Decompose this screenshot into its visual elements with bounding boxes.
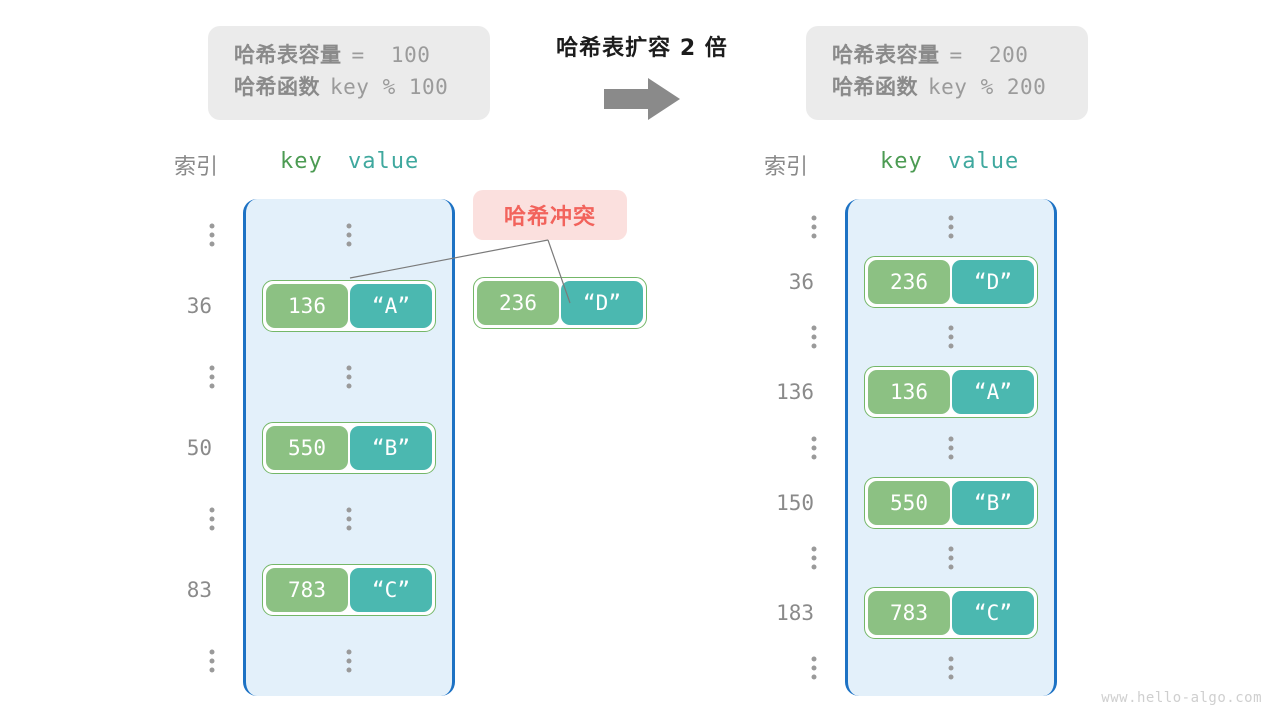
index-ellipsis: [209, 365, 215, 388]
slot-ellipsis: [948, 325, 954, 349]
entry-value: “D”: [952, 259, 1034, 304]
entry-value: “A”: [350, 283, 432, 328]
after-value-header: value: [948, 149, 1020, 174]
table-entry: 236“D”: [864, 255, 1038, 308]
index-ellipsis: [209, 223, 215, 246]
index-label: 150: [776, 490, 814, 515]
after-info-box: 哈希表容量 = 200 哈希函数 key % 200: [806, 26, 1088, 120]
before-function-label: 哈希函数: [234, 74, 320, 99]
after-capacity-line: 哈希表容量 = 200: [832, 40, 1062, 72]
index-ellipsis: [811, 325, 817, 349]
index-ellipsis: [811, 656, 817, 680]
entry-key: 783: [266, 567, 348, 612]
index-label: 36: [186, 293, 212, 318]
entry-value: “B”: [952, 480, 1034, 525]
index-label: 136: [776, 380, 814, 405]
entry-key: 136: [266, 283, 348, 328]
before-function-value: key % 100: [330, 74, 449, 99]
table-entry: 783“C”: [262, 563, 436, 616]
slot-ellipsis: [948, 436, 954, 459]
collision-entry-key: 236: [477, 281, 559, 325]
slot-ellipsis: [948, 546, 954, 570]
after-index-header: 索引: [764, 155, 809, 180]
hash-collision-badge: 哈希冲突: [473, 190, 627, 240]
index-ellipsis: [811, 546, 817, 570]
slot-ellipsis: [346, 649, 352, 672]
slot-ellipsis: [948, 215, 954, 239]
before-value-header: value: [348, 149, 420, 174]
collision-entry: 236 “D”: [473, 277, 647, 329]
index-ellipsis: [209, 507, 215, 530]
collision-entry-value: “D”: [561, 281, 643, 325]
index-ellipsis: [811, 436, 817, 459]
arrow-right-icon: [604, 78, 680, 120]
table-entry: 783“C”: [864, 587, 1038, 640]
entry-key: 783: [868, 591, 950, 636]
index-label: 183: [776, 601, 814, 626]
slot-ellipsis: [948, 656, 954, 680]
before-key-header: key: [280, 149, 323, 174]
table-entry: 136“A”: [262, 279, 436, 332]
before-capacity-line: 哈希表容量 = 100: [234, 40, 464, 72]
slot-ellipsis: [346, 365, 352, 388]
before-function-line: 哈希函数 key % 100: [234, 72, 464, 104]
after-function-value: key % 200: [928, 74, 1047, 99]
index-ellipsis: [811, 215, 817, 239]
entry-value: “C”: [952, 591, 1034, 636]
entry-value: “C”: [350, 567, 432, 612]
entry-key: 136: [868, 370, 950, 415]
slot-ellipsis: [346, 223, 352, 246]
entry-value: “A”: [952, 370, 1034, 415]
entry-key: 550: [868, 480, 950, 525]
before-index-header: 索引: [174, 155, 219, 180]
entry-value: “B”: [350, 425, 432, 470]
after-function-label: 哈希函数: [832, 74, 918, 99]
index-label: 83: [186, 577, 212, 602]
table-entry: 550“B”: [262, 421, 436, 474]
entry-key: 550: [266, 425, 348, 470]
entry-key: 236: [868, 259, 950, 304]
after-capacity-label: 哈希表容量: [832, 43, 940, 67]
after-function-line: 哈希函数 key % 200: [832, 72, 1062, 104]
before-info-box: 哈希表容量 = 100 哈希函数 key % 100: [208, 26, 490, 120]
index-label: 36: [788, 269, 814, 294]
watermark: www.hello-algo.com: [1101, 690, 1262, 706]
after-capacity-value: = 200: [949, 43, 1029, 67]
index-ellipsis: [209, 649, 215, 672]
index-label: 50: [186, 435, 212, 460]
table-entry: 136“A”: [864, 366, 1038, 419]
table-entry: 550“B”: [864, 476, 1038, 529]
before-capacity-label: 哈希表容量: [234, 43, 342, 67]
slot-ellipsis: [346, 507, 352, 530]
transition-title: 哈希表扩容 2 倍: [556, 36, 728, 61]
after-key-header: key: [880, 149, 923, 174]
before-capacity-value: = 100: [351, 43, 431, 67]
